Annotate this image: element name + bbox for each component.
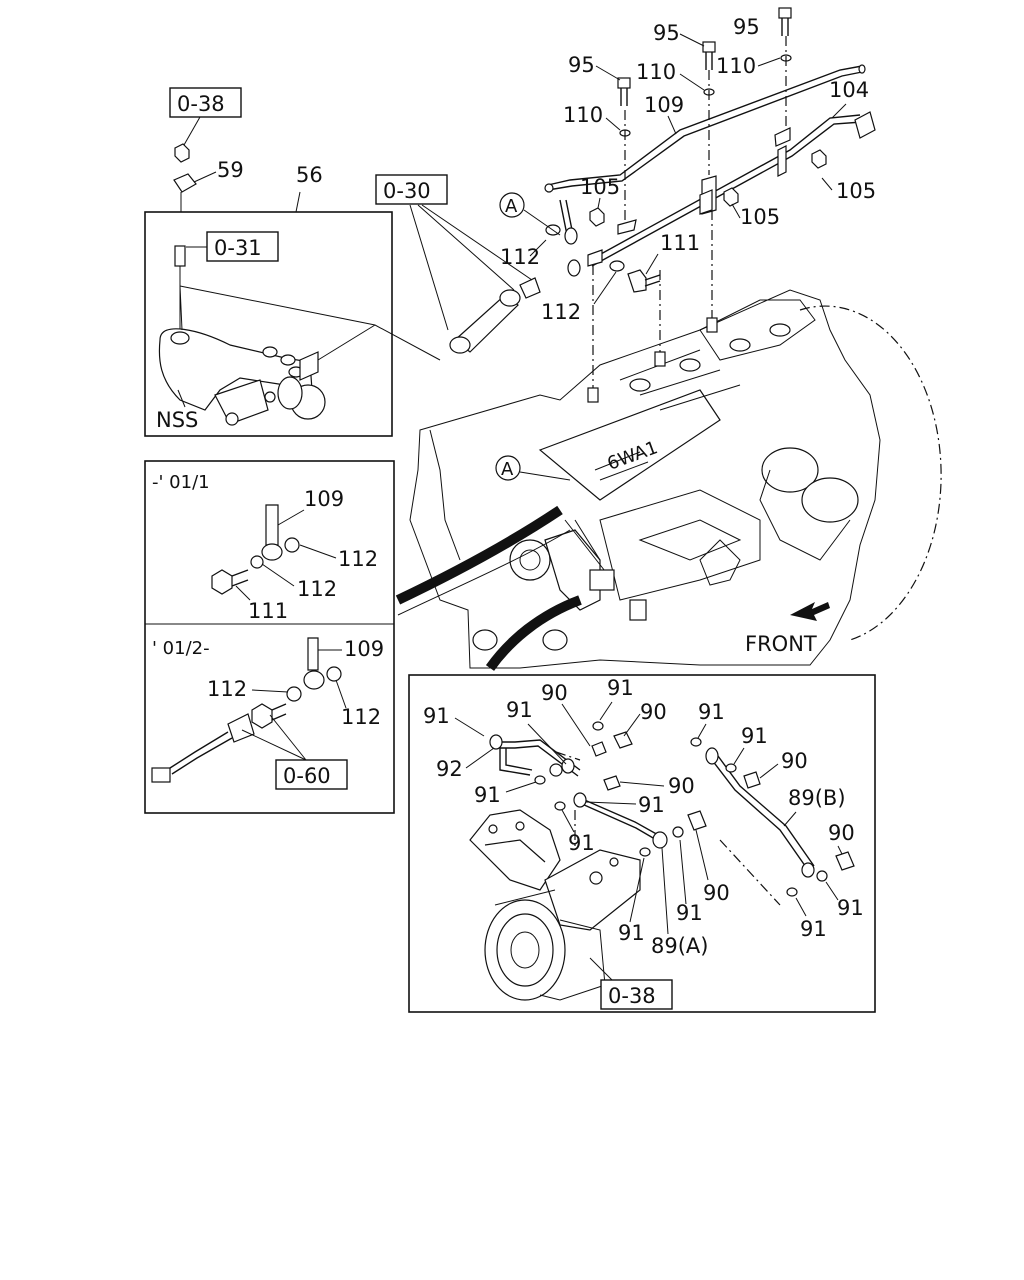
label-p89a: 89(A) xyxy=(651,934,708,958)
label-nss: NSS xyxy=(156,408,198,432)
label-p91j: 91 xyxy=(676,901,703,925)
engine-block-drawing: 6WA1 FRONT A xyxy=(395,289,942,671)
label-lower-p112a: 112 xyxy=(207,677,247,701)
sensor-upper-drawing xyxy=(211,504,300,595)
compressor-drawing xyxy=(469,721,855,1001)
bottom-part-labels: 91 90 91 91 90 91 91 92 90 91 90 89(B) 9… xyxy=(423,676,864,958)
label-p90f: 90 xyxy=(703,881,730,905)
label-ref-0-38-top: 0-38 xyxy=(177,92,225,116)
label-p105a: 105 xyxy=(580,175,620,199)
label-p56: 56 xyxy=(296,163,323,187)
label-p112b: 112 xyxy=(541,300,581,324)
label-front: FRONT xyxy=(745,632,817,656)
label-p90e: 90 xyxy=(828,821,855,845)
label-ref-0-31: 0-31 xyxy=(214,236,262,260)
label-p92: 92 xyxy=(436,757,463,781)
label-upper-p112a: 112 xyxy=(338,547,378,571)
ref-box-0-31 xyxy=(206,231,279,262)
label-p110b: 110 xyxy=(716,54,756,78)
label-p95c: 95 xyxy=(568,53,595,77)
inset-box-56 xyxy=(144,211,393,437)
ref-box-0-30 xyxy=(375,174,448,205)
circle-a-top xyxy=(499,192,525,218)
label-p91d: 91 xyxy=(698,700,725,724)
label-p91f: 91 xyxy=(474,783,501,807)
circle-a-engine xyxy=(495,455,521,481)
label-p109: 109 xyxy=(644,93,684,117)
inset-box-compressor xyxy=(408,674,876,1013)
nut-icon xyxy=(174,143,190,163)
label-p59: 59 xyxy=(217,158,244,182)
label-p91e: 91 xyxy=(741,724,768,748)
front-arrow-icon xyxy=(790,602,830,621)
label-upper-p109: 109 xyxy=(304,487,344,511)
nss-water-pipe-drawing xyxy=(158,285,441,426)
label-p89b: 89(B) xyxy=(788,786,846,810)
inset-box-sensor xyxy=(144,460,395,814)
label-p91h: 91 xyxy=(568,831,595,855)
sensor-lower-drawing xyxy=(151,637,342,783)
label-p111: 111 xyxy=(660,231,700,255)
label-ref-0-60: 0-60 xyxy=(283,764,331,788)
label-p91i: 91 xyxy=(837,896,864,920)
label-p105b: 105 xyxy=(740,205,780,229)
nut-105-icon xyxy=(589,207,605,227)
label-p110c: 110 xyxy=(563,103,603,127)
label-circle-a-top: A xyxy=(505,196,518,217)
label-p91l: 91 xyxy=(618,921,645,945)
ref-box-0-38-bottom xyxy=(600,979,673,1010)
label-p104: 104 xyxy=(829,78,869,102)
top-part-labels: 95 95 95 110 110 110 109 104 105 105 105… xyxy=(500,15,876,324)
label-p90d: 90 xyxy=(668,774,695,798)
label-upper-p111: 111 xyxy=(248,599,288,623)
label-p91k: 91 xyxy=(800,917,827,941)
label-lower-p112b: 112 xyxy=(341,705,381,729)
ref-box-0-60 xyxy=(275,759,348,790)
label-p95a: 95 xyxy=(653,21,680,45)
label-ref-0-30: 0-30 xyxy=(383,179,431,203)
clip-59-icon xyxy=(173,173,197,193)
label-p90c: 90 xyxy=(781,749,808,773)
label-p95b: 95 xyxy=(733,15,760,39)
label-p91a: 91 xyxy=(423,704,450,728)
label-ref-0-38-bottom: 0-38 xyxy=(608,984,656,1008)
label-p90a: 90 xyxy=(541,681,568,705)
label-p112a: 112 xyxy=(500,245,540,269)
label-p90b: 90 xyxy=(640,700,667,724)
label-p110a: 110 xyxy=(636,60,676,84)
label-upper-p112b: 112 xyxy=(297,577,337,601)
stud-icon xyxy=(174,245,186,267)
bolt-95-group xyxy=(617,7,792,106)
label-period-upper: -' 01/1 xyxy=(152,472,210,493)
label-lower-p109: 109 xyxy=(344,637,384,661)
label-p91b: 91 xyxy=(607,676,634,700)
label-p105c: 105 xyxy=(836,179,876,203)
label-p91c: 91 xyxy=(506,698,533,722)
oil-pipe-assembly: A xyxy=(409,7,876,403)
label-p91g: 91 xyxy=(638,793,665,817)
ref-box-0-38-top xyxy=(169,87,242,118)
label-period-lower: ' 01/2- xyxy=(152,638,210,659)
label-circle-a-engine: A xyxy=(501,459,514,480)
